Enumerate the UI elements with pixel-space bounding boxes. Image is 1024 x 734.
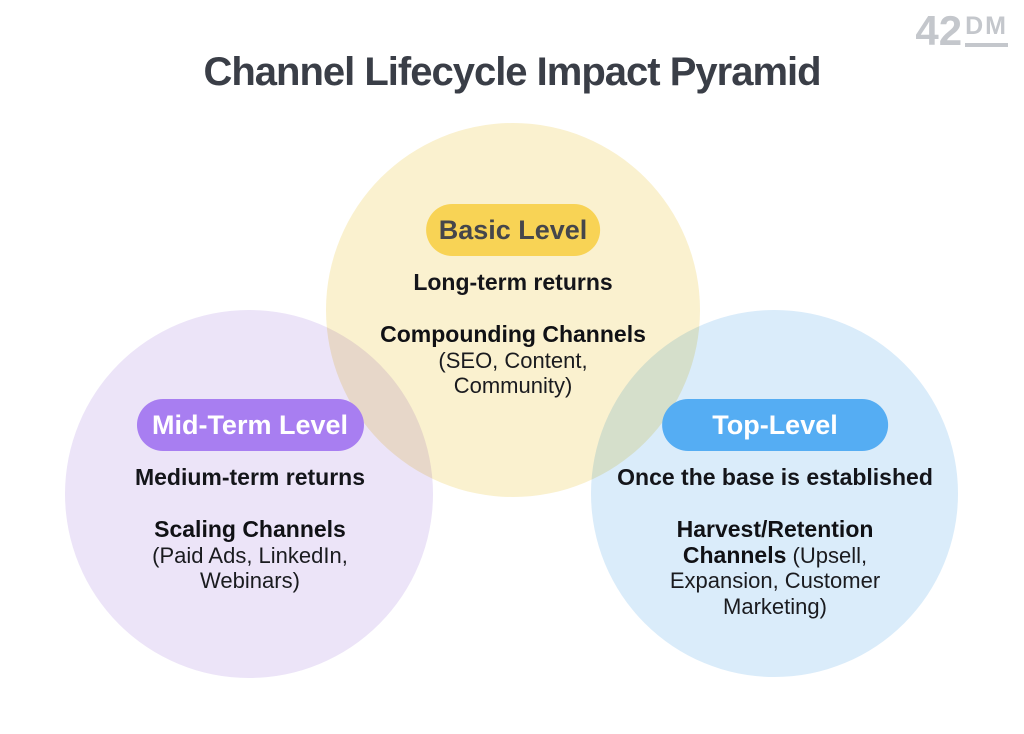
basic-level-channels: Compounding Channels (SEO, Content, Comm…	[380, 321, 646, 399]
page-title: Channel Lifecycle Impact Pyramid	[203, 50, 821, 94]
top-level-subtitle: Once the base is established	[617, 464, 933, 490]
mid-term-level-circle	[65, 310, 433, 678]
top-level-badge: Top-Level	[661, 399, 888, 451]
basic-level-badge: Basic Level	[425, 204, 600, 256]
basic-level-block: Basic Level Long-term returns Compoundin…	[380, 204, 646, 399]
logo-42dm: 42 DM	[915, 7, 1008, 54]
basic-channels-line: Community)	[453, 373, 573, 398]
basic-level-subtitle: Long-term returns	[413, 269, 613, 295]
basic-channels-line: (SEO, Content,	[438, 347, 588, 373]
mid-term-level-badge: Mid-Term Level	[136, 399, 364, 451]
mid-term-level-block: Mid-Term Level Medium-term returns Scali…	[135, 399, 365, 594]
top-channels-line: Marketing)	[723, 593, 827, 619]
top-level-block: Top-Level Once the base is established H…	[617, 399, 933, 619]
mid-term-channels-line: Webinars)	[200, 568, 300, 593]
top-channels-line: Expansion, Customer	[669, 568, 881, 593]
logo-dm-text: DM	[965, 12, 1008, 40]
logo-underline	[965, 43, 1008, 47]
mid-term-level-subtitle: Medium-term returns	[134, 464, 366, 490]
top-level-channels: Harvest/Retention Channels (Upsell, Expa…	[669, 516, 881, 619]
logo-42-text: 42	[915, 7, 963, 54]
mid-term-level-channels: Scaling Channels (Paid Ads, LinkedIn, We…	[152, 516, 348, 594]
mid-term-channels-line: (Paid Ads, LinkedIn,	[152, 542, 348, 568]
top-level-circle	[591, 310, 958, 677]
top-channels-line-mixed: Channels (Upsell,	[670, 541, 880, 569]
top-channels-heading-line2: Channels	[682, 541, 787, 568]
logo-dm-wrap: DM	[965, 12, 1008, 47]
top-channels-regular-line2: (Upsell,	[786, 542, 868, 568]
top-channels-heading-line1: Harvest/Retention	[676, 516, 874, 542]
basic-channels-heading: Compounding Channels	[380, 321, 646, 347]
mid-term-channels-heading: Scaling Channels	[154, 516, 346, 542]
